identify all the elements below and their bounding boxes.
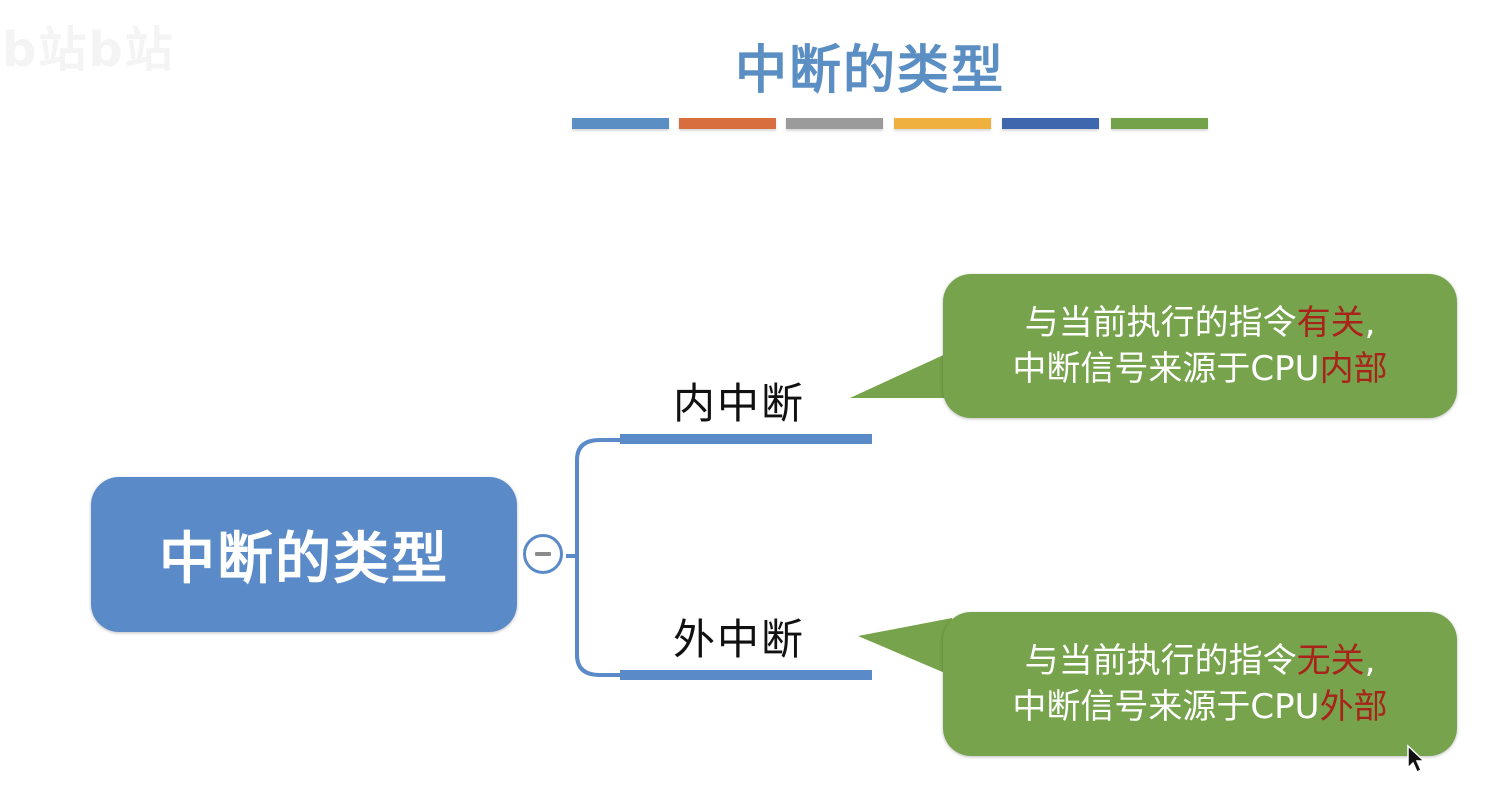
watermark-text: b站b站 [2,22,175,78]
callout-line-2: 中断信号来源于CPU内部 [943,346,1457,392]
minus-circle-icon[interactable] [523,534,563,574]
callout-highlight: 有关 [1296,303,1365,343]
callout-line-2: 中断信号来源于CPU外部 [943,684,1457,730]
page-title: 中断的类型 [734,41,1005,101]
callout-external[interactable]: 与当前执行的指令无关, 中断信号来源于CPU外部 [943,612,1457,756]
branch-label-external[interactable]: 外中断 [673,615,806,664]
bilibili-watermark-icon: b站b站 [0,0,240,80]
callout-text: , [1364,303,1376,343]
callout-highlight: 内部 [1319,349,1388,389]
callout-line-1: 与当前执行的指令有关, [943,300,1457,346]
color-strip-segment [786,118,883,129]
branch-underline-top [620,434,872,444]
callout-text: 与当前执行的指令 [1024,303,1297,343]
callout-highlight: 无关 [1296,641,1365,681]
callout-text: 中断信号来源于CPU [1012,349,1320,389]
callout-pointer-bottom [858,618,952,676]
callout-highlight: 外部 [1319,687,1388,727]
branch-underline-bottom [620,670,872,680]
color-strip-segment [1111,118,1208,129]
callout-text: , [1364,641,1376,681]
callout-text: 与当前执行的指令 [1024,641,1297,681]
branch-connector-bottom [575,556,622,677]
root-node-label: 中断的类型 [159,527,449,592]
branch-connector-top [566,438,622,558]
color-strip-segment [679,118,776,129]
color-strip-segment [572,118,669,129]
color-strip-segment [894,118,991,129]
branch-label-internal[interactable]: 内中断 [673,379,806,428]
callout-line-1: 与当前执行的指令无关, [943,638,1457,684]
color-strip-segment [1002,118,1099,129]
callout-internal[interactable]: 与当前执行的指令有关, 中断信号来源于CPU内部 [943,274,1457,418]
callout-text: 中断信号来源于CPU [1012,687,1320,727]
callout-pointer-top [850,352,950,398]
mouse-pointer-icon [1407,744,1426,774]
root-node[interactable]: 中断的类型 [91,477,517,632]
